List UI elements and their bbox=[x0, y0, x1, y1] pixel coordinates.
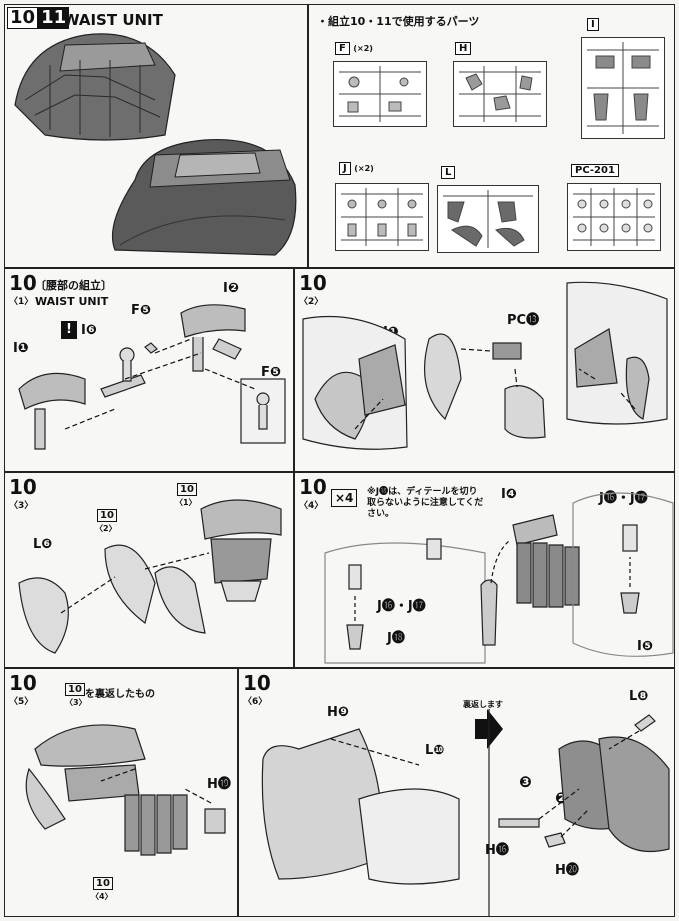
runner-l bbox=[437, 185, 539, 253]
ref-step-10-2-sub: 〈2〉 bbox=[95, 524, 117, 533]
step-10-6-panel: 10 〈6〉 裏返します H❾ L❿ L❽ H⓰ H⓴ ❸ ❷ ❶ bbox=[238, 668, 675, 917]
step-10-2-panel: 10 〈2〉 PC⓭ H❷ L❷ H❶ L❶ bbox=[294, 268, 675, 472]
runner-h-label: H bbox=[455, 42, 472, 55]
ref-step-sub: 〈3〉 bbox=[65, 698, 87, 707]
turn-over-note: 裏返します bbox=[463, 700, 503, 709]
ref-step-10-2-num: 10 bbox=[97, 509, 117, 522]
label-pc13: PC⓭ bbox=[507, 313, 540, 328]
runner-pc201 bbox=[567, 183, 661, 251]
section-title: WAIST UNIT bbox=[63, 11, 163, 29]
step-10-1-diagram bbox=[18, 304, 286, 450]
label-l8: L❽ bbox=[629, 689, 649, 704]
runner-i-id: I bbox=[587, 18, 599, 31]
step-number: 10 bbox=[299, 271, 327, 295]
step-number: 10 bbox=[299, 475, 327, 499]
label-i2: I❷ bbox=[223, 281, 239, 296]
runner-j-label: J (×2) bbox=[339, 162, 374, 175]
label-h19: H⓳ bbox=[207, 777, 231, 792]
runner-h bbox=[453, 61, 547, 127]
ref-note: を裏返したもの bbox=[85, 689, 155, 700]
step-10-5-diagram bbox=[25, 724, 226, 856]
label-h20: H⓴ bbox=[555, 863, 579, 878]
step-title-en: WAIST UNIT bbox=[35, 295, 109, 308]
label-i1: I❶ bbox=[13, 341, 29, 356]
runner-f-id: F bbox=[335, 42, 350, 55]
step-number-11: 11 bbox=[38, 7, 70, 29]
label-j16-j17-right: J⓰・J⓱ bbox=[599, 491, 648, 506]
label-f5-right: F❺ bbox=[261, 365, 281, 380]
runner-f bbox=[333, 61, 427, 127]
substep-number: 〈2〉 bbox=[299, 297, 324, 307]
label-f5-top: F❺ bbox=[131, 303, 151, 318]
step-10-6-diagram bbox=[261, 709, 670, 916]
step-title-jp: 〔腰部の組立〕 bbox=[35, 279, 112, 292]
ref-step-10-4-sub: 〈4〉 bbox=[91, 892, 113, 901]
waist-render bbox=[14, 33, 297, 256]
ref-step-10-4-num: 10 bbox=[93, 877, 113, 890]
step-number: 10 bbox=[243, 671, 271, 695]
label-i4: I❹ bbox=[501, 487, 517, 502]
runner-i bbox=[581, 37, 665, 139]
caution-icon: ! bbox=[61, 321, 77, 339]
label-i5: I❺ bbox=[637, 639, 653, 654]
runner-f-label: F (×2) bbox=[335, 42, 373, 55]
label-l10: L❿ bbox=[425, 743, 445, 758]
label-i6: I❻ bbox=[81, 323, 97, 338]
runner-f-count: (×2) bbox=[353, 44, 373, 53]
multiplier-badge: ×4 bbox=[331, 489, 358, 507]
substep-number: 〈6〉 bbox=[243, 697, 268, 707]
step-number: 10 bbox=[9, 271, 37, 295]
runner-pc-label: PC-201 bbox=[571, 164, 619, 177]
runner-j-id: J bbox=[339, 162, 351, 175]
substep-number: 〈1〉 bbox=[9, 297, 34, 307]
step-number-10: 10 bbox=[7, 7, 39, 29]
caution-note: ※J⓲は、ディテールを切り取らないように注意してください。 bbox=[367, 487, 484, 519]
order-3: ❸ bbox=[519, 773, 532, 791]
runner-j-count: (×2) bbox=[354, 164, 374, 173]
runner-h-id: H bbox=[455, 42, 472, 55]
step-10-3-panel: 10 〈3〉 L❻ 10 〈2〉 10 〈1〉 bbox=[4, 472, 294, 668]
runner-l-label: L bbox=[441, 166, 456, 179]
parts-list-panel: ・組立10・11で使用するパーツ F (×2) H I J (×2) L PC-… bbox=[308, 4, 675, 268]
substep-number: 〈3〉 bbox=[9, 501, 34, 511]
label-h9: H❾ bbox=[327, 705, 349, 720]
label-h16: H⓰ bbox=[485, 843, 509, 858]
ref-step-num: 10 bbox=[65, 683, 85, 696]
step-10-4-diagram bbox=[324, 492, 674, 664]
parts-caption: ・組立10・11で使用するパーツ bbox=[317, 15, 480, 28]
step-10-5-panel: 10 〈5〉 10 〈3〉 を裏返したもの H⓳ 10 〈4〉 bbox=[4, 668, 238, 917]
substep-number: 〈5〉 bbox=[9, 697, 34, 707]
step-10-3-diagram bbox=[18, 499, 282, 654]
ref-step-10-1-sub: 〈1〉 bbox=[175, 498, 197, 507]
step-number: 10 bbox=[9, 671, 37, 695]
runner-l-id: L bbox=[441, 166, 456, 179]
ref-step-10-1-num: 10 bbox=[177, 483, 197, 496]
step-10-2-diagram bbox=[302, 281, 668, 450]
runner-pc-id: PC-201 bbox=[571, 164, 619, 177]
runner-j bbox=[335, 183, 429, 251]
runner-i-label: I bbox=[587, 18, 599, 31]
substep-number: 〈4〉 bbox=[299, 501, 324, 511]
label-j18: J⓲ bbox=[387, 631, 405, 646]
step-10-1-panel: 10 〈1〉 〔腰部の組立〕 WAIST UNIT ! I❻ F❺ I❷ I❶ … bbox=[4, 268, 294, 472]
label-j16-j17-left: J⓰・J⓱ bbox=[377, 599, 426, 614]
step-number: 10 bbox=[9, 475, 37, 499]
step-10-4-panel: 10 〈4〉 ×4 ※J⓲は、ディテールを切り取らないように注意してください。 … bbox=[294, 472, 675, 668]
label-l6: L❻ bbox=[33, 537, 53, 552]
